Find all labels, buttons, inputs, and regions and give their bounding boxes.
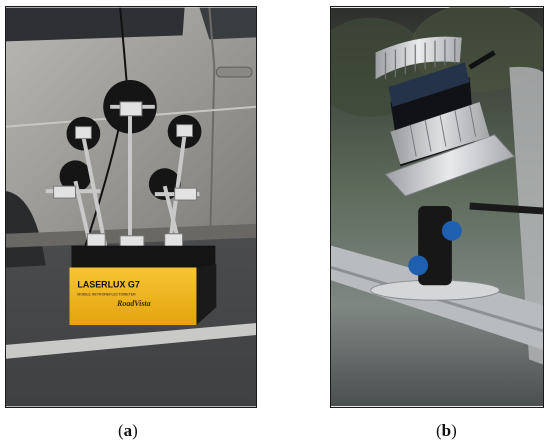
device-logo-label: RoadVista [116, 299, 150, 308]
caption-letter: b [441, 421, 452, 440]
caption-letter: a [123, 421, 133, 440]
lidar-sensor [375, 36, 496, 167]
photo-panel-a: LASERLUX G7 MOBILE RETROREFLECTOMETER Ro… [5, 6, 257, 408]
device-brand-label: LASERLUX G7 [77, 279, 139, 289]
caption-panel-a: (a) [118, 421, 138, 440]
device-subtitle-label: MOBILE RETROREFLECTOMETER [77, 292, 136, 296]
photo-panel-b [330, 6, 544, 408]
photo-lidar-sensor [331, 7, 543, 407]
photo-retroreflectometer-on-car: LASERLUX G7 MOBILE RETROREFLECTOMETER Ro… [6, 7, 256, 407]
caption-panel-b: (b) [436, 421, 457, 440]
retroreflectometer-device: LASERLUX G7 MOBILE RETROREFLECTOMETER Ro… [69, 245, 217, 326]
